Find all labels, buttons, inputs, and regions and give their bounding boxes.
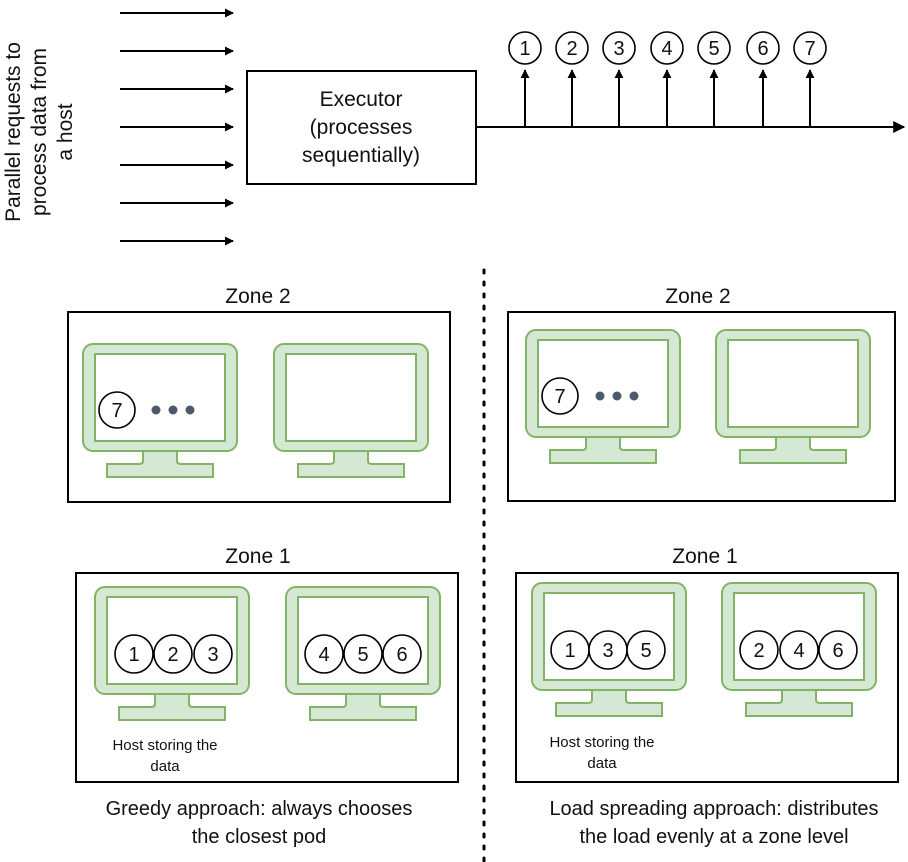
sequence-marker: 5 [697,31,731,127]
spreading-caption-line-2: the load evenly at a zone level [579,826,848,848]
request-circle: 2 [739,630,779,670]
request-circle: 4 [779,630,819,670]
right-zone1-box [515,572,899,783]
svg-text:3: 3 [602,640,613,662]
host-caption-line-1: Host storing the [112,737,217,754]
host-caption-line-1: Host storing the [549,734,654,751]
svg-text:3: 3 [207,644,218,666]
left-zone2-title: Zone 2 [225,285,290,308]
sequence-marker: 6 [746,31,780,127]
sequence-markers: 1 2 3 4 5 6 7 [508,31,827,127]
executor-line-3: sequentially) [302,144,420,167]
svg-text:5: 5 [708,38,719,60]
svg-text:5: 5 [357,644,368,666]
svg-text:6: 6 [396,644,407,666]
executor-line-2: (processes [310,116,413,139]
svg-text:7: 7 [554,386,565,408]
greedy-caption-line-1: Greedy approach: always chooses [106,798,413,820]
left-zone2-box [67,311,451,503]
executor-line-1: Executor [320,88,403,111]
parallel-requests-label: Parallel requests to process data from a… [2,42,77,222]
request-circle: 3 [588,630,628,670]
right-zone1-title: Zone 1 [672,545,737,568]
svg-text:2: 2 [167,644,178,666]
sequence-marker: 7 [793,31,827,127]
request-circle: 1 [550,630,590,670]
greedy-caption-line-2: the closest pod [192,826,327,848]
monitor-icon [273,343,429,478]
svg-text:1: 1 [564,640,575,662]
svg-text:4: 4 [318,644,329,666]
request-circle: 7 [98,391,136,429]
monitor-icon [715,329,871,464]
sequence-marker: 3 [602,31,636,127]
incoming-request-arrows [120,8,234,246]
right-zone2-title: Zone 2 [665,285,730,308]
executor-box: Executor (processes sequentially) [246,70,477,185]
ellipsis-dots [595,391,639,401]
svg-text:6: 6 [832,640,843,662]
request-circle: 3 [193,634,233,674]
svg-text:3: 3 [613,38,624,60]
svg-text:2: 2 [566,38,577,60]
request-circle: 7 [541,377,579,415]
svg-text:7: 7 [111,400,122,422]
request-circle: 5 [626,630,666,670]
svg-text:1: 1 [519,38,530,60]
right-zone2-box [507,311,896,502]
svg-text:Parallel requests to: Parallel requests to [2,42,25,222]
svg-text:4: 4 [793,640,804,662]
request-circle: 1 [114,634,154,674]
request-circle: 6 [818,630,858,670]
left-zone1-box [75,572,459,783]
request-circle: 6 [382,634,422,674]
svg-text:1: 1 [128,644,139,666]
svg-text:process data from: process data from [28,48,51,216]
sequence-marker: 1 [508,31,542,127]
host-caption-line-2: data [587,755,617,772]
svg-text:6: 6 [757,38,768,60]
ellipsis-dots [151,405,195,415]
host-caption-line-2: data [150,758,180,775]
spreading-caption-line-1: Load spreading approach: distributes [549,798,878,820]
sequence-marker: 4 [650,31,684,127]
svg-text:4: 4 [661,38,672,60]
sequence-marker: 2 [555,31,589,127]
svg-text:7: 7 [804,38,815,60]
request-circle: 5 [343,634,383,674]
left-zone1-title: Zone 1 [225,545,290,568]
request-circle: 2 [153,634,193,674]
request-circle: 4 [304,634,344,674]
svg-text:2: 2 [753,640,764,662]
svg-text:a host: a host [54,103,77,160]
svg-text:5: 5 [640,640,651,662]
